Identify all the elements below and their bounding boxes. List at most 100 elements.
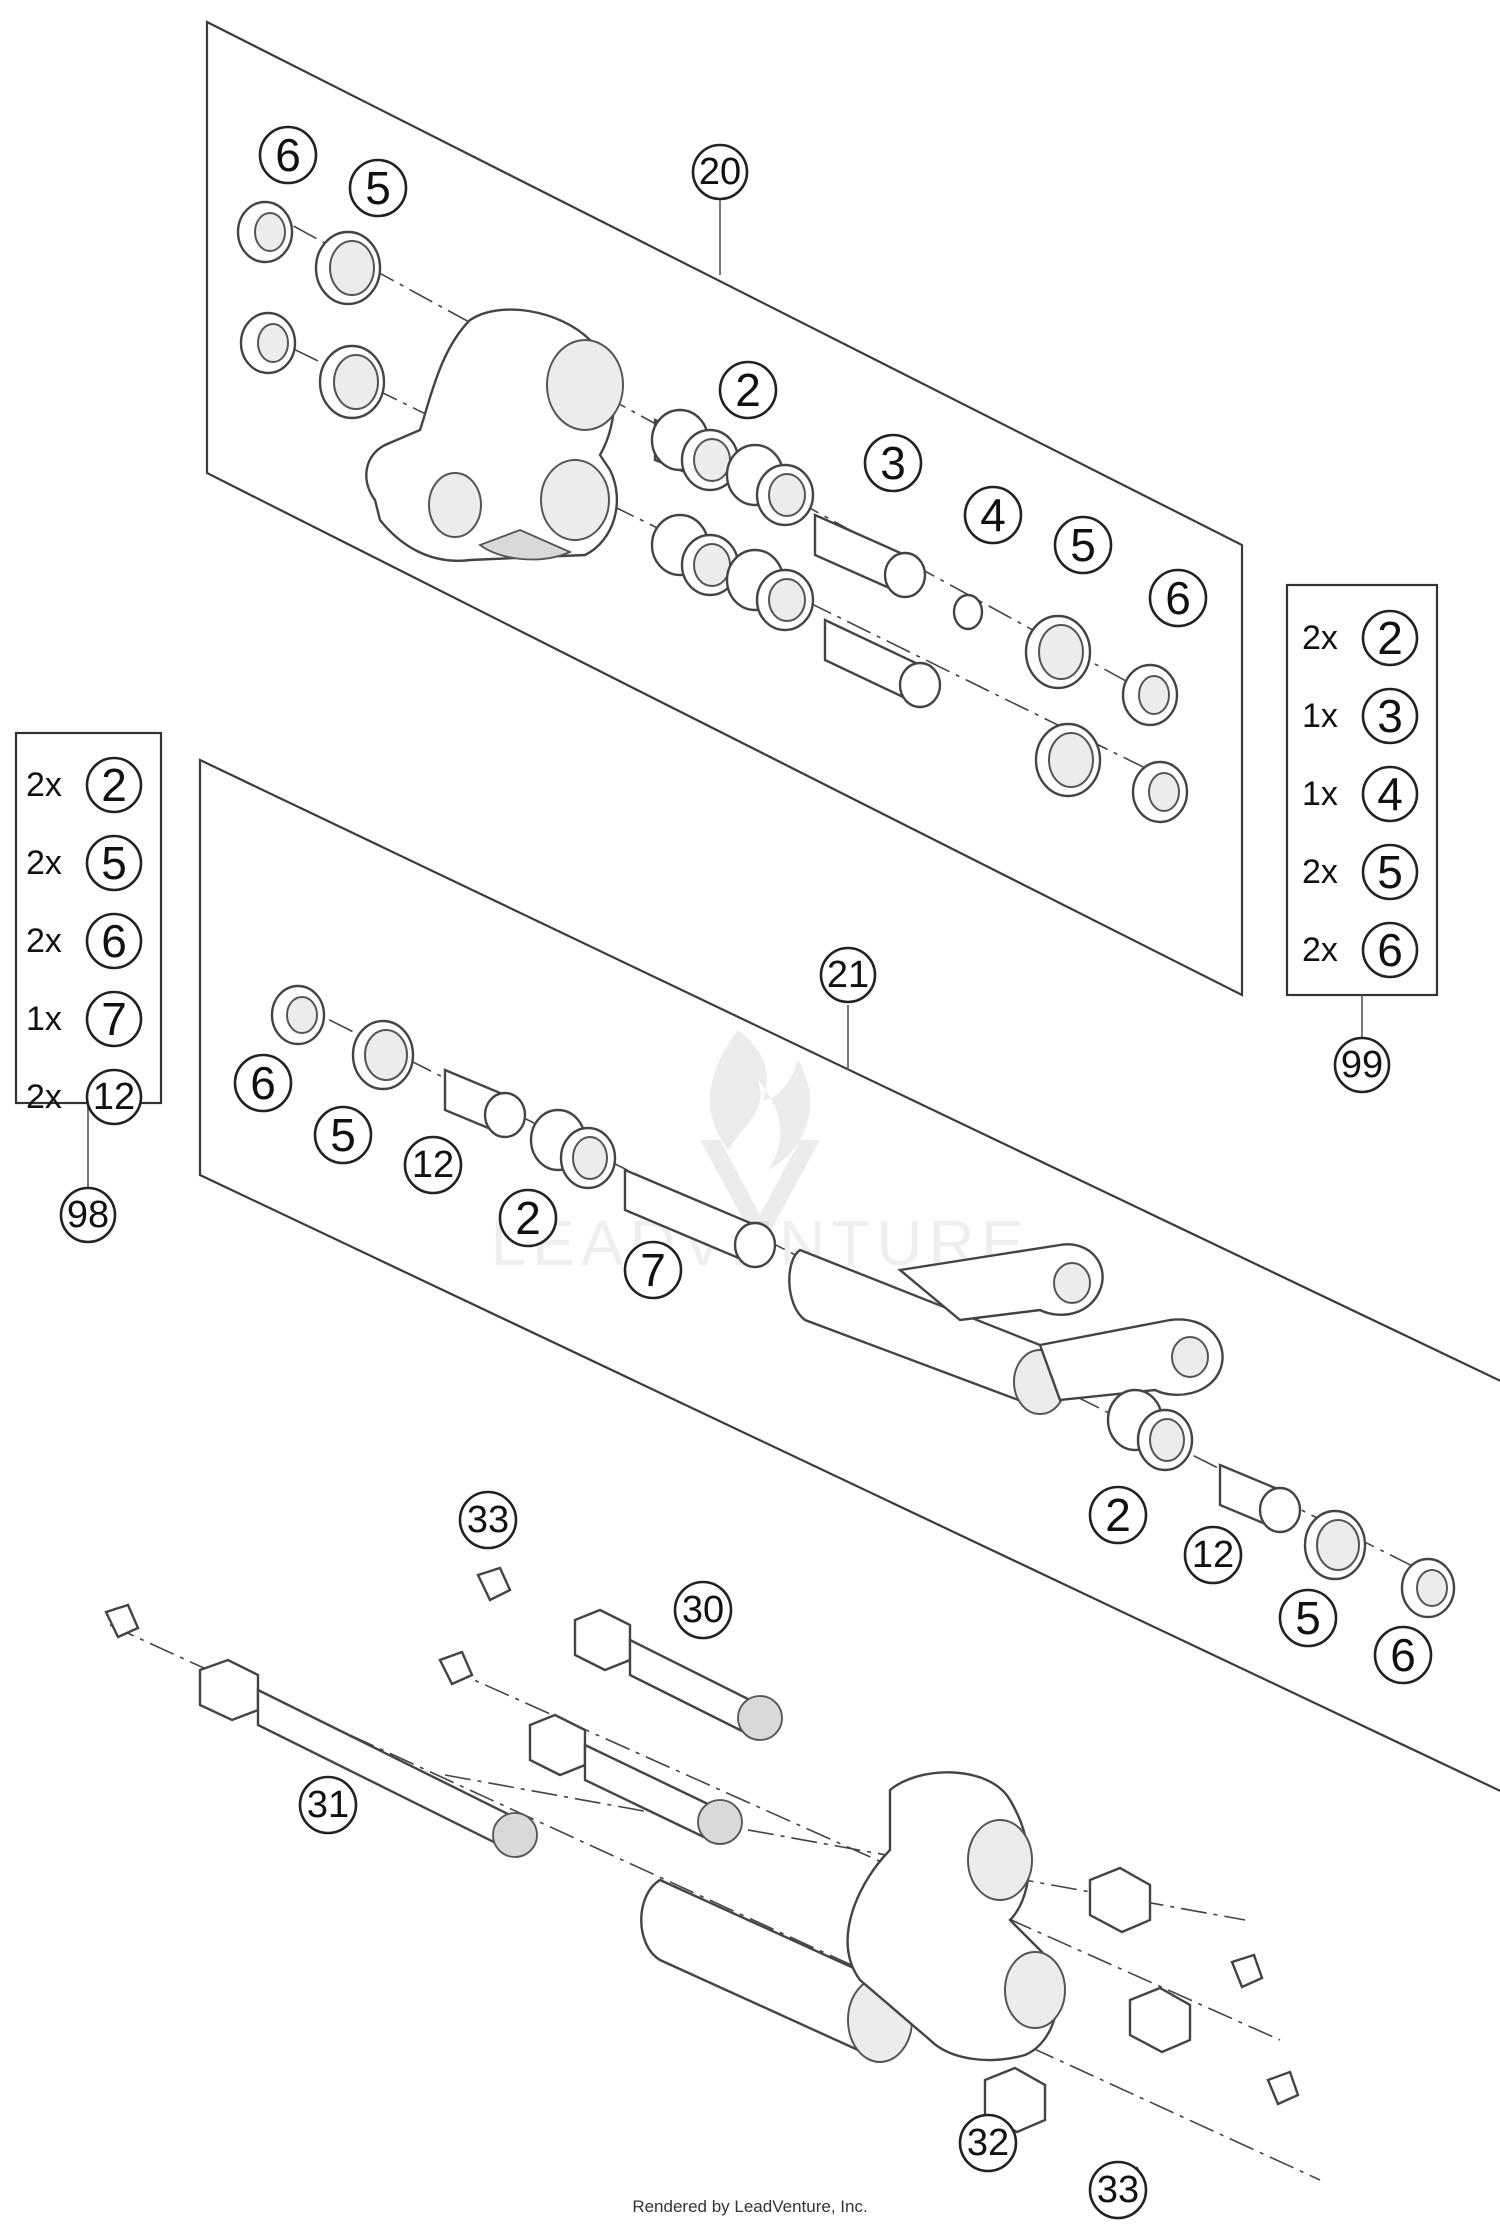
cap-33-a xyxy=(476,1566,512,1602)
callout-top-6b: 6 xyxy=(1148,568,1208,628)
svg-text:33: 33 xyxy=(1097,2169,1139,2211)
seal-6-mid-left xyxy=(270,984,326,1046)
kit-part-number: 4 xyxy=(1377,768,1403,820)
watermark-logo xyxy=(700,1030,820,1250)
svg-text:2: 2 xyxy=(515,1192,541,1244)
callout-mid-2a: 2 xyxy=(498,1188,558,1248)
nut-32-upper xyxy=(1088,1866,1152,1934)
svg-text:6: 6 xyxy=(1165,572,1191,624)
washer-4-top xyxy=(952,593,984,631)
callout-32: 32 xyxy=(958,2113,1018,2173)
callout-top-3: 3 xyxy=(863,433,923,493)
svg-text:7: 7 xyxy=(640,1244,666,1296)
kit-qty: 2x xyxy=(26,1078,62,1116)
kit-part-circle xyxy=(1361,687,1419,745)
svg-text:5: 5 xyxy=(365,162,391,214)
sleeve-2-mid-right xyxy=(1106,1388,1194,1472)
callout-mid-12b: 12 xyxy=(1183,1525,1243,1585)
kit-99-list: 2x 2 1x 3 1x 4 2x 5 2x 6 xyxy=(1302,609,1419,979)
sleeve-2-top-d xyxy=(725,548,815,632)
callout-mid-7: 7 xyxy=(623,1240,683,1300)
callout-33-b: 33 xyxy=(1088,2160,1148,2220)
kit-part-circle xyxy=(85,834,143,892)
bolt-30-lower xyxy=(528,1713,743,1845)
kit-part-number: 12 xyxy=(93,1076,135,1118)
callout-30: 30 xyxy=(673,1580,733,1640)
callout-mid-2b: 2 xyxy=(1088,1485,1148,1545)
svg-text:33: 33 xyxy=(467,1499,509,1541)
callout-98: 98 xyxy=(59,1186,117,1244)
svg-text:6: 6 xyxy=(1390,1629,1416,1681)
callout-99: 99 xyxy=(1333,1036,1391,1094)
svg-text:12: 12 xyxy=(412,1144,454,1186)
kit-part-circle xyxy=(85,990,143,1048)
svg-text:6: 6 xyxy=(275,129,301,181)
svg-text:30: 30 xyxy=(682,1589,724,1631)
bearing-5-mid-left xyxy=(351,1019,415,1091)
kit-qty: 2x xyxy=(26,766,62,804)
svg-text:2: 2 xyxy=(735,364,761,416)
bearing-5-top-lower xyxy=(318,344,386,420)
sleeve-2-top-c xyxy=(650,513,740,597)
rocker-link-20 xyxy=(365,308,624,562)
group-21-panel xyxy=(198,758,1500,1793)
bolt-31 xyxy=(198,1658,538,1858)
kit-part-number: 5 xyxy=(1377,846,1403,898)
seal-6-top-right-lower xyxy=(1131,760,1189,824)
kit-part-number: 3 xyxy=(1377,690,1403,742)
sleeve-2-top-a xyxy=(650,408,740,492)
kit-part-circle xyxy=(1361,843,1419,901)
callout-31: 31 xyxy=(298,1775,358,1835)
spacer-3-top-upper xyxy=(813,513,927,599)
kit-qty: 1x xyxy=(26,1000,62,1038)
kit-part-circle xyxy=(85,756,143,814)
svg-text:12: 12 xyxy=(1192,1534,1234,1576)
kit-part-circle xyxy=(85,1068,143,1126)
kit-part-number: 2 xyxy=(1377,612,1403,664)
kit-qty: 2x xyxy=(1302,853,1338,891)
svg-text:32: 32 xyxy=(967,2122,1009,2164)
callout-33-a: 33 xyxy=(458,1490,518,1550)
kit-qty: 2x xyxy=(1302,619,1338,657)
svg-text:5: 5 xyxy=(1295,1592,1321,1644)
seal-6-top-right-upper xyxy=(1121,663,1179,727)
kit-part-circle xyxy=(1361,609,1419,667)
svg-text:2: 2 xyxy=(1105,1489,1131,1541)
kit-qty: 2x xyxy=(26,922,62,960)
seal-6-mid-right xyxy=(1400,1557,1456,1619)
svg-text:98: 98 xyxy=(67,1194,109,1236)
kit-qty: 1x xyxy=(1302,697,1338,735)
kit-qty: 2x xyxy=(1302,931,1338,969)
callout-top-5a: 5 xyxy=(348,158,408,218)
sleeve-2-top-b xyxy=(725,443,815,527)
kit-part-number: 5 xyxy=(101,837,127,889)
bearing-5-mid-right xyxy=(1303,1509,1367,1581)
callout-mid-12a: 12 xyxy=(403,1135,463,1195)
kit-part-circle xyxy=(85,912,143,970)
kit-part-number: 2 xyxy=(101,759,127,811)
kit-qty: 1x xyxy=(1302,775,1338,813)
spacer-3-top-lower xyxy=(823,618,942,709)
callout-top-6a: 6 xyxy=(258,125,318,185)
bearing-5-top-right-upper xyxy=(1024,614,1092,690)
seal-6-top-upper xyxy=(236,200,294,264)
nut-32-middle xyxy=(1128,1986,1192,2054)
svg-text:6: 6 xyxy=(250,1057,276,1109)
callout-21: 21 xyxy=(819,946,877,1004)
connecting-rod-21 xyxy=(788,1243,1224,1415)
cap-33-c xyxy=(104,1603,140,1639)
svg-text:20: 20 xyxy=(699,151,741,193)
bolt-30-upper xyxy=(573,1608,783,1741)
kit-part-number: 6 xyxy=(1377,924,1403,976)
kit-part-circle xyxy=(1361,765,1419,823)
callout-top-2: 2 xyxy=(718,360,778,420)
bearing-5-top-upper xyxy=(314,230,382,306)
svg-text:21: 21 xyxy=(827,954,869,996)
callout-mid-5a: 5 xyxy=(313,1105,373,1165)
sleeve-2-mid-left xyxy=(529,1108,617,1190)
cap-33-b xyxy=(438,1650,474,1686)
spacer-12-mid-right xyxy=(1218,1463,1302,1534)
kit-qty: 2x xyxy=(26,844,62,882)
